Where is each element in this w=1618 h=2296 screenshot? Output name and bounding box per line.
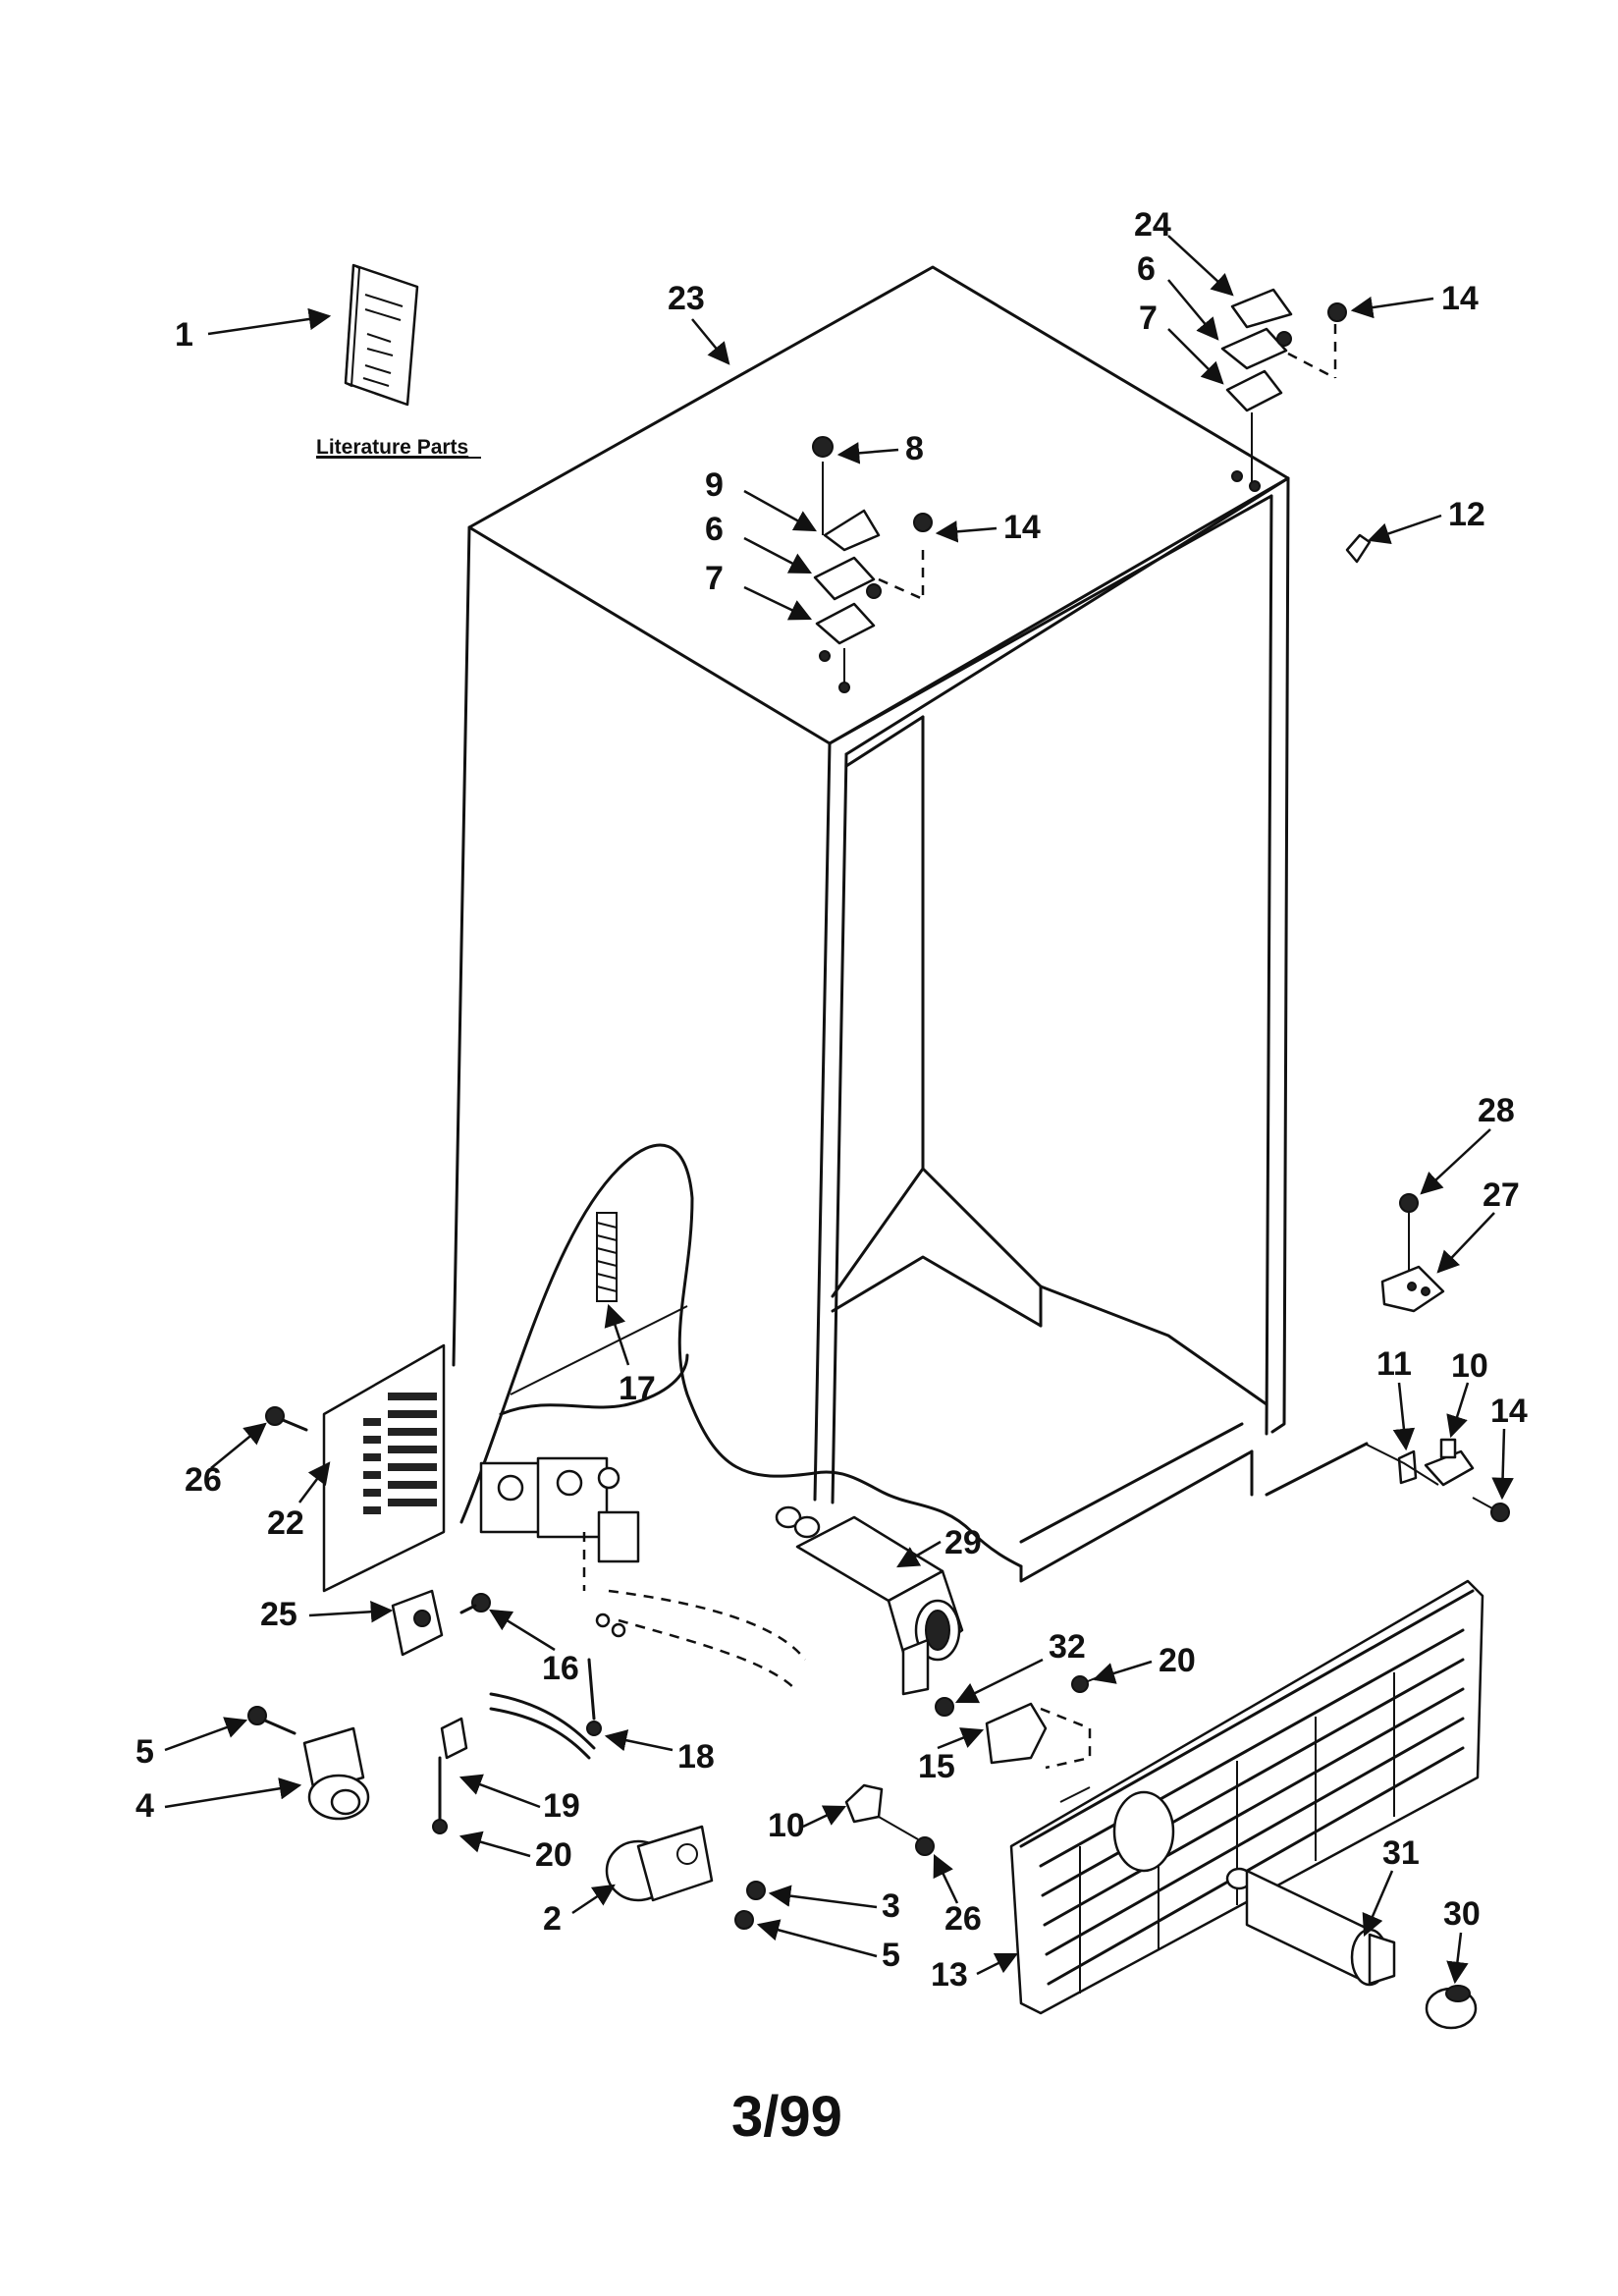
screw-32 — [935, 1697, 954, 1717]
callout-23: 23 — [668, 280, 705, 317]
kick-grille-13 — [1009, 1579, 1484, 2015]
literature-booklet — [344, 263, 419, 407]
callout-7-left: 7 — [705, 560, 724, 597]
bracket-11 — [1397, 1449, 1418, 1485]
callout-12: 12 — [1448, 496, 1485, 533]
callout-3: 3 — [882, 1887, 900, 1925]
bracket-10-right — [1424, 1438, 1475, 1487]
hinge-left-top — [812, 436, 933, 693]
callout-22: 22 — [267, 1504, 304, 1542]
callout-14-center: 14 — [1003, 509, 1041, 546]
callout-27: 27 — [1483, 1176, 1520, 1214]
callout-30: 30 — [1443, 1895, 1481, 1933]
screw-5-caster — [247, 1706, 297, 1735]
screw-5-front — [734, 1910, 754, 1930]
callout-25: 25 — [260, 1596, 297, 1633]
screw-26-front — [878, 1816, 935, 1856]
leveler-2 — [605, 1825, 714, 1902]
callout-16: 16 — [542, 1650, 579, 1687]
callout-20-right: 20 — [1159, 1642, 1196, 1679]
callout-32: 32 — [1049, 1628, 1086, 1666]
callout-6-left: 6 — [705, 511, 724, 548]
callout-1: 1 — [175, 316, 193, 354]
callout-31: 31 — [1382, 1834, 1420, 1872]
callout-15: 15 — [918, 1748, 955, 1785]
callout-5-front: 5 — [882, 1937, 900, 1974]
callout-10-front: 10 — [768, 1807, 805, 1844]
bracket-10-front — [844, 1783, 884, 1824]
leader-arrows — [164, 235, 1514, 1985]
rear-grille — [322, 1343, 446, 1593]
screw-20-bottom — [432, 1819, 448, 1834]
callout-29: 29 — [944, 1524, 982, 1561]
switch-15 — [985, 1702, 1092, 1770]
callout-18: 18 — [677, 1738, 715, 1776]
literature-parts-label: Literature Parts — [316, 436, 468, 459]
callout-2: 2 — [543, 1900, 562, 1938]
callout-19: 19 — [543, 1787, 580, 1825]
screw-16 — [459, 1593, 491, 1614]
callout-9: 9 — [705, 466, 724, 504]
callout-13: 13 — [931, 1956, 968, 1994]
clip-12 — [1345, 533, 1372, 564]
callout-4: 4 — [135, 1787, 154, 1825]
screw-14-right — [1472, 1497, 1510, 1522]
callout-8: 8 — [905, 430, 924, 467]
callout-6-top-right: 6 — [1137, 250, 1156, 288]
refrigerator-cabinet — [452, 265, 1369, 1583]
screw-26-rear — [265, 1406, 308, 1432]
callout-7-top-right: 7 — [1139, 300, 1158, 337]
callout-17: 17 — [619, 1370, 656, 1407]
bracket-25 — [391, 1589, 444, 1657]
callout-26-rear: 26 — [185, 1461, 222, 1499]
caster-4 — [302, 1726, 370, 1821]
water-filter-31 — [1225, 1867, 1396, 1987]
screw-28 — [1399, 1193, 1419, 1272]
callout-28: 28 — [1478, 1092, 1515, 1129]
air-duct-29 — [775, 1505, 964, 1696]
valve-assembly — [479, 1456, 640, 1591]
spring-part — [596, 1212, 618, 1302]
filter-cap-30 — [1425, 1985, 1478, 2030]
screw-3 — [746, 1881, 766, 1900]
callout-14-right: 14 — [1490, 1393, 1528, 1430]
callout-11: 11 — [1376, 1345, 1412, 1383]
callout-5-caster: 5 — [135, 1733, 154, 1771]
clip-19 — [438, 1717, 468, 1824]
water-tube-18 — [489, 1658, 602, 1760]
callout-26-front: 26 — [944, 1900, 982, 1938]
callout-20-bottom: 20 — [535, 1836, 572, 1874]
callout-24: 24 — [1134, 206, 1171, 244]
hinge-right-top — [1220, 288, 1347, 492]
callout-14-top-right: 14 — [1441, 280, 1479, 317]
hinge-bottom-27 — [1380, 1265, 1445, 1313]
callout-10-right: 10 — [1451, 1347, 1488, 1385]
footer-date-code: 3/99 — [731, 2085, 842, 2149]
